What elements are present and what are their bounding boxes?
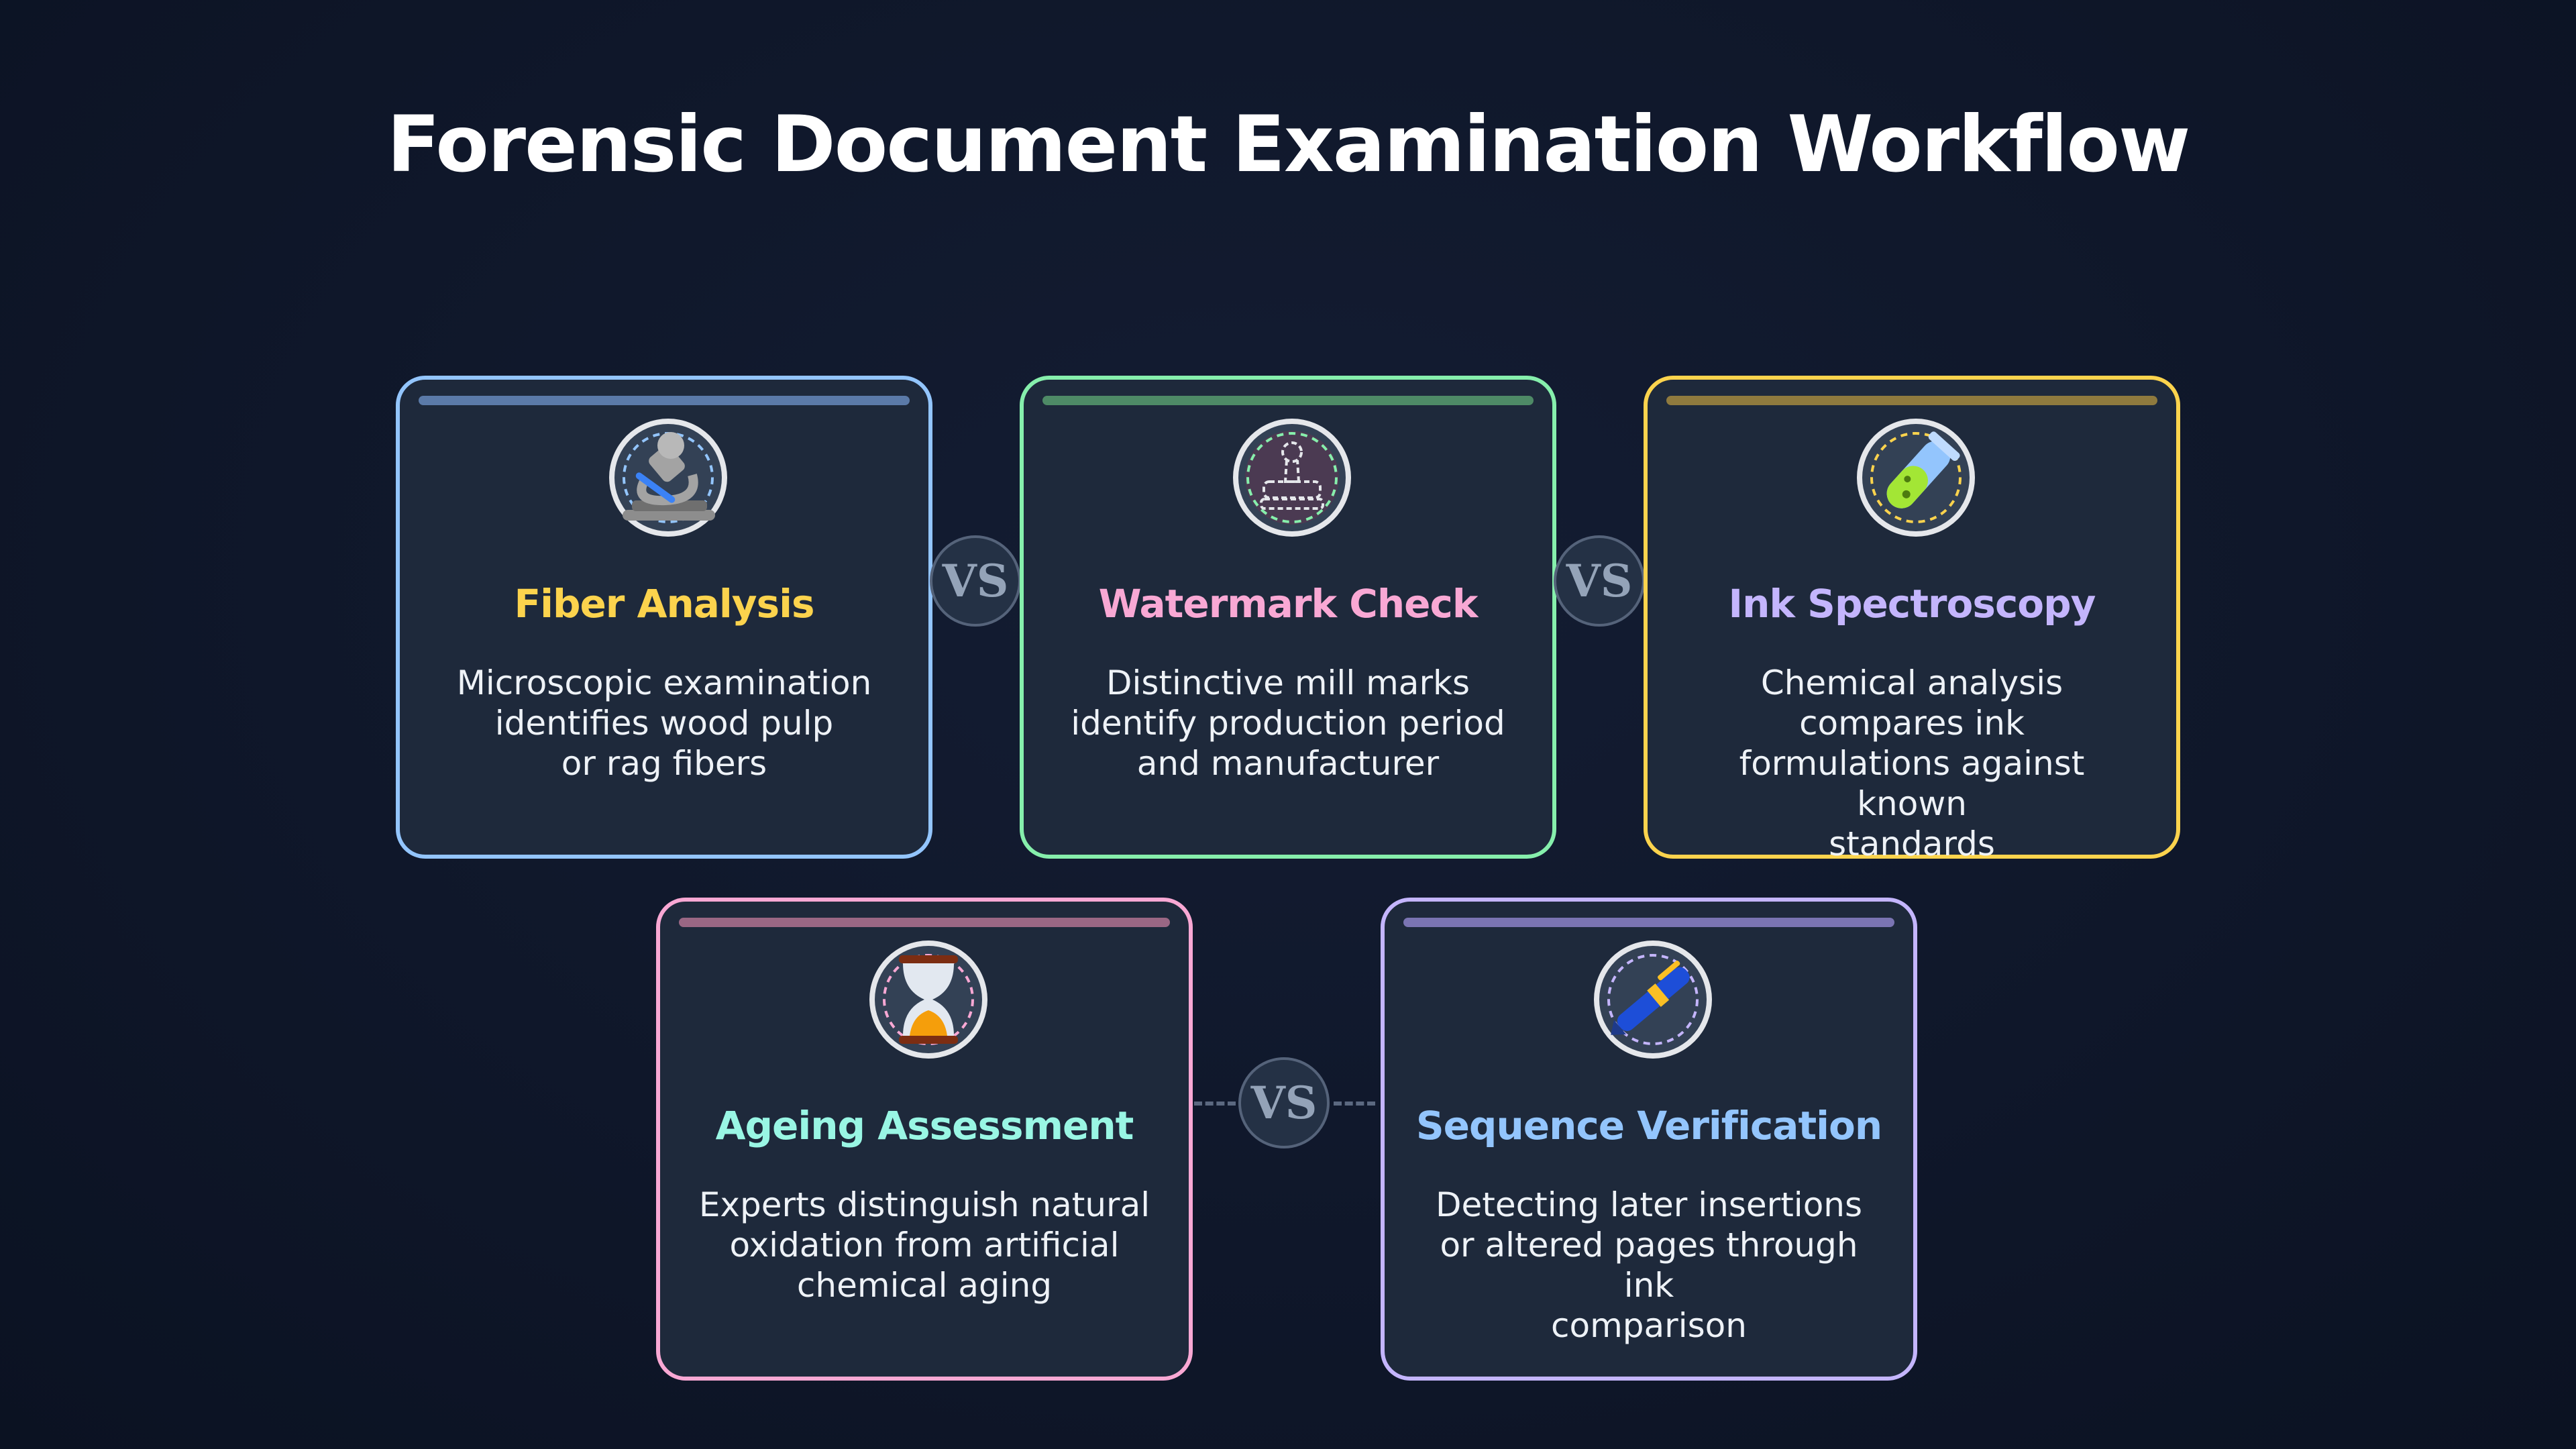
test-tube-icon bbox=[1853, 415, 1979, 541]
connector-line bbox=[1194, 1102, 1236, 1106]
card-title: Fiber Analysis bbox=[514, 581, 814, 627]
microscope-icon bbox=[605, 415, 731, 541]
card-accent-bar bbox=[1403, 918, 1894, 927]
card-ageing-assessment: Ageing Assessment Experts distinguish na… bbox=[656, 898, 1193, 1381]
page-title: Forensic Document Examination Workflow bbox=[386, 99, 2191, 190]
card-title: Ageing Assessment bbox=[715, 1103, 1134, 1148]
card-description: Distinctive mill marks identify producti… bbox=[1071, 663, 1505, 783]
hourglass-icon bbox=[865, 936, 991, 1063]
card-description: Chemical analysis compares ink formulati… bbox=[1739, 663, 2085, 863]
stamp-icon bbox=[1229, 415, 1355, 541]
card-ink-spectroscopy: Ink Spectroscopy Chemical analysis compa… bbox=[1644, 376, 2180, 863]
pen-icon bbox=[1590, 936, 1716, 1063]
card-fiber-analysis: Fiber Analysis Microscopic examination i… bbox=[396, 376, 932, 859]
card-title: Watermark Check bbox=[1098, 581, 1479, 627]
vs-badge: VS bbox=[930, 535, 1021, 627]
card-watermark-check: Watermark Check Distinctive mill marks i… bbox=[1020, 376, 1556, 859]
vs-badge: VS bbox=[1554, 535, 1645, 627]
vs-badge: VS bbox=[1238, 1057, 1330, 1148]
card-description: Microscopic examination identifies wood … bbox=[456, 663, 872, 783]
card-title: Sequence Verification bbox=[1415, 1103, 1882, 1148]
card-description: Detecting later insertions or altered pa… bbox=[1435, 1185, 1863, 1345]
card-accent-bar bbox=[1666, 396, 2157, 405]
card-title: Ink Spectroscopy bbox=[1728, 581, 2096, 627]
card-accent-bar bbox=[419, 396, 910, 405]
connector-line bbox=[1334, 1102, 1375, 1106]
card-accent-bar bbox=[1042, 396, 1534, 405]
card-accent-bar bbox=[679, 918, 1170, 927]
card-sequence-verification: Sequence Verification Detecting later in… bbox=[1381, 898, 1917, 1381]
card-description: Experts distinguish natural oxidation fr… bbox=[698, 1185, 1150, 1305]
